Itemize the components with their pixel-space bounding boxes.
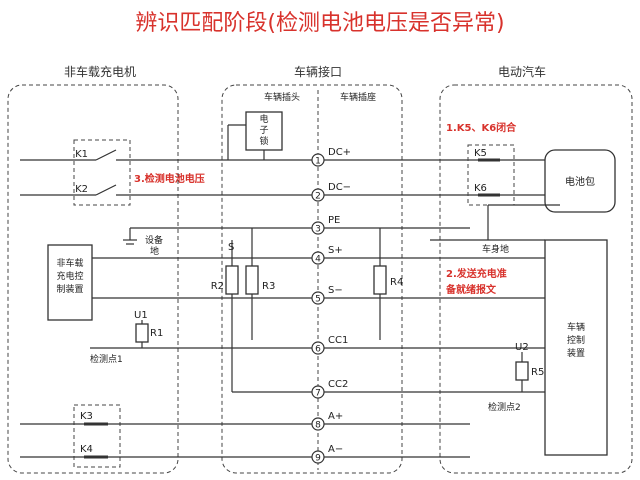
electronic-lock-line2: 子 [259, 125, 268, 136]
section-label-interface: 车辆接口 [294, 64, 342, 79]
switch-s-label: S [228, 242, 234, 253]
pin-7-circle [311, 385, 325, 399]
equipment-ground-line1: 设备 [145, 234, 163, 246]
r5-label: R5 [531, 367, 544, 378]
k3-k4-group [73, 404, 121, 468]
equipment-ground-line2: 地 [150, 245, 159, 257]
pin-3-number: 3 [315, 225, 321, 235]
u1-label: U1 [134, 310, 148, 321]
pin-9-circle [311, 450, 325, 464]
plug-label: 车辆插头 [264, 91, 300, 103]
pin-9-number: 9 [315, 454, 321, 464]
r1-resistor [135, 323, 149, 343]
u2-label: U2 [515, 342, 529, 353]
panel-charger [7, 84, 179, 474]
vehicle-ground-label: 车身地 [482, 243, 509, 255]
electronic-lock-line3: 锁 [259, 135, 268, 147]
pin-4-label: S+ [328, 245, 343, 256]
pin-1-number: 1 [315, 157, 321, 167]
battery-pack-label: 电池包 [565, 175, 595, 188]
pin-5-number: 5 [315, 295, 321, 305]
pin-3-circle [311, 221, 325, 235]
pin-4-number: 4 [315, 255, 321, 265]
pin-6-number: 6 [315, 345, 321, 355]
r4-label: R4 [390, 277, 403, 288]
vehicle-controller-line3: 装置 [567, 347, 585, 359]
vehicle-controller-line2: 控制 [567, 334, 585, 346]
charger-controller-line2: 充电控 [56, 270, 83, 282]
k2-switch [95, 184, 117, 196]
k5-label: K5 [474, 148, 487, 159]
pin-2-circle [311, 188, 325, 202]
connector-pins: 1 DC+ 2 DC− 3 PE 4 S+ 5 S− 6 CC1 7 CC2 8 A+ 9 A− [311, 147, 351, 464]
pin-2-number: 2 [315, 192, 321, 202]
charger-controller-line1: 非车载 [56, 257, 83, 269]
pin-7-number: 7 [315, 389, 321, 399]
pin-2-label: DC− [328, 182, 351, 193]
step1-text: 1.K5、K6闭合 [446, 121, 517, 134]
vehicle-controller-line1: 车辆 [567, 321, 585, 333]
k2-label: K2 [75, 184, 88, 195]
detection-point-2: 检测点2 [488, 401, 521, 413]
socket-label: 车辆插座 [340, 91, 376, 103]
r4-resistor [373, 265, 387, 295]
panel-vehicle [439, 84, 633, 474]
pin-5-circle [311, 291, 325, 305]
r3-resistor [245, 265, 259, 295]
pin-8-circle [311, 417, 325, 431]
k4-label: K4 [80, 444, 93, 455]
detection-point-1: 检测点1 [90, 353, 123, 365]
r2-resistor [225, 265, 239, 295]
k6-label: K6 [474, 183, 487, 194]
pin-8-label: A+ [328, 411, 343, 422]
electronic-lock-box [245, 111, 283, 151]
k1-label: K1 [75, 149, 88, 160]
pin-4-circle [311, 251, 325, 265]
step2-text-line1: 2.发送充电准 [446, 267, 507, 280]
pin-6-label: CC1 [328, 335, 348, 346]
r2-label: R2 [211, 281, 224, 292]
pin-6-circle [311, 341, 325, 355]
battery-pack-box [544, 149, 616, 213]
page-title: 辨识匹配阶段(检测电池电压是否异常) [135, 11, 504, 36]
vehicle-controller-box [544, 239, 608, 456]
step3-text: 3.检测电池电压 [134, 172, 205, 185]
section-label-charger: 非车载充电机 [64, 64, 136, 79]
pin-8-number: 8 [315, 421, 321, 431]
panel-interface [221, 84, 403, 474]
section-label-vehicle: 电动汽车 [498, 64, 546, 79]
pin-1-label: DC+ [328, 147, 351, 158]
pin-7-label: CC2 [328, 379, 348, 390]
r1-label: R1 [150, 328, 163, 339]
charger-controller-line3: 制装置 [56, 283, 83, 295]
k1-switch [95, 149, 117, 161]
pin-3-label: PE [328, 215, 340, 226]
step2-text-line2: 备就绪报文 [445, 283, 497, 296]
r3-label: R3 [262, 281, 275, 292]
pin-1-circle [311, 153, 325, 167]
k1-k2-group [73, 139, 131, 206]
pin-5-label: S− [328, 285, 343, 296]
k3-label: K3 [80, 411, 93, 422]
pin-9-label: A− [328, 444, 343, 455]
r5-resistor [515, 361, 529, 381]
charger-controller-box [47, 244, 93, 321]
electronic-lock-line1: 电 [259, 113, 268, 125]
